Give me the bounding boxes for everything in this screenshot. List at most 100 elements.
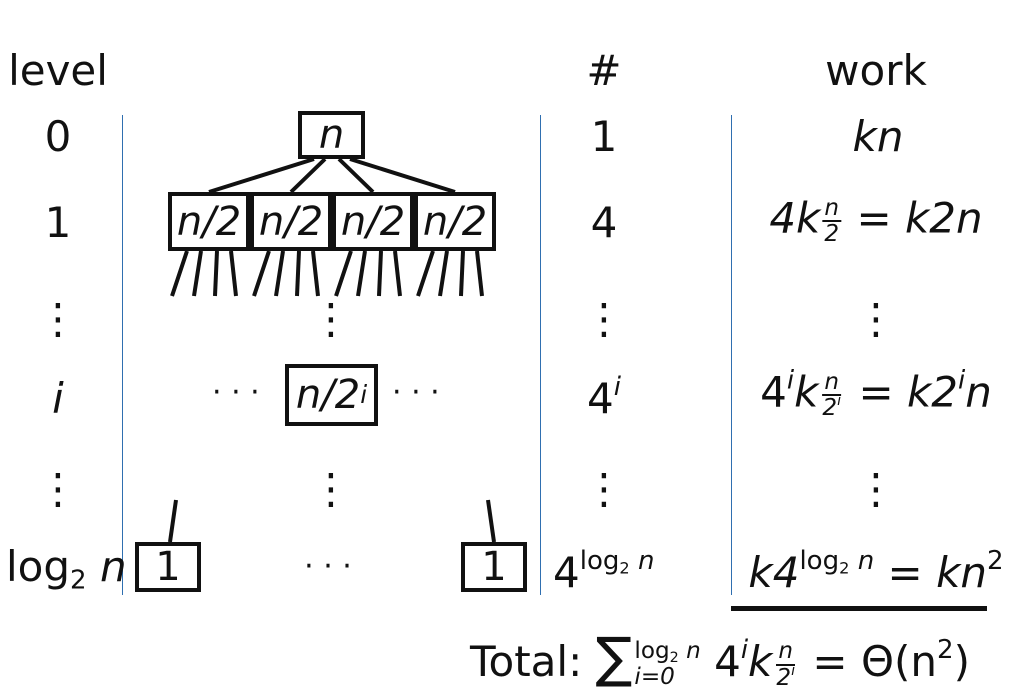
work-log-exp-sub: 2 [839, 558, 850, 578]
work-1-rhs: = k2n [856, 193, 983, 243]
work-i-exp: i [786, 365, 795, 396]
count-log-exp-sub: 2 [619, 558, 630, 578]
tree-level1-node-3: n/2 [332, 192, 414, 251]
child-stub-3-4 [393, 250, 402, 297]
work-1-lhs: 4k [769, 193, 821, 243]
work-i-rhs-post: n [965, 367, 992, 417]
work-log-exp-var: n [857, 545, 875, 576]
work-1-frac-num: n [822, 195, 842, 223]
child-stub-4-1 [416, 250, 435, 297]
root-edge-1 [208, 157, 315, 194]
tree-right-dots: · · · [392, 375, 440, 410]
child-stub-1-3 [213, 250, 219, 297]
work-vdots-1: ⋮ [855, 294, 897, 343]
work-i-rhs-exp: i [958, 365, 966, 396]
total-frac-num: n [776, 638, 796, 666]
tree-level1-label-1: n/2 [176, 198, 242, 245]
work-i-base: 4 [760, 367, 787, 417]
root-edge-3 [337, 157, 375, 194]
work-i-frac-den-exp: i [837, 393, 842, 410]
level-vdots-1: ⋮ [37, 294, 79, 343]
work-1-frac-den: 2 [824, 221, 840, 248]
tree-level1-node-2: n/2 [250, 192, 332, 251]
work-log-exp: log [799, 545, 840, 576]
leaf-edge-left [168, 499, 178, 543]
separator-level-tree [122, 115, 123, 595]
level-log-text: log [6, 542, 71, 591]
header-level: level [8, 46, 108, 95]
work-i-rhs: = k2 [858, 367, 959, 417]
total-frac-den-exp: i [791, 662, 796, 679]
total-sum-upper-var: n [686, 638, 701, 665]
tree-level1-node-4: n/2 [414, 192, 496, 251]
count-vdots-1: ⋮ [583, 294, 625, 343]
count-i: 4i [587, 374, 621, 420]
total-sum-upper-log: log [634, 638, 670, 665]
total-label: Total: [470, 637, 583, 686]
child-stub-2-4 [311, 250, 320, 297]
work-0: kn [852, 112, 904, 161]
total-sum-symbol: ∑ [595, 625, 633, 689]
total-frac-den: 2i [774, 663, 797, 690]
child-stub-1-1 [170, 250, 189, 297]
child-stub-4-2 [438, 250, 449, 297]
level-vdots-2: ⋮ [37, 464, 79, 513]
tree-leaf-left: 1 [135, 542, 201, 592]
total-rhs: = Θ(n [812, 637, 938, 686]
root-edge-4 [349, 157, 456, 194]
header-work: work [825, 46, 927, 95]
count-1: 4 [590, 198, 618, 247]
child-stub-2-3 [295, 250, 301, 297]
work-i-frac-num: n [822, 369, 842, 397]
tree-level1-label-3: n/2 [340, 198, 406, 245]
root-edge-2 [289, 157, 327, 194]
child-stub-2-1 [252, 250, 271, 297]
child-stub-4-4 [475, 250, 484, 297]
total-term-k: k [748, 637, 773, 686]
count-log2n: 4log2 n [553, 548, 654, 594]
child-stub-3-1 [334, 250, 353, 297]
count-i-exp: i [613, 371, 621, 402]
tree-level-i-label: n/2 [295, 372, 361, 418]
tree-leaf-dots: · · · [304, 549, 352, 584]
child-stub-3-2 [356, 250, 367, 297]
child-stub-2-2 [274, 250, 285, 297]
total-rhs-close: ) [953, 637, 970, 686]
level-i: i [52, 374, 64, 423]
level-1: 1 [44, 198, 72, 247]
tree-vdots-1: ⋮ [310, 294, 352, 343]
tree-level1-label-4: n/2 [422, 198, 488, 245]
child-stub-1-2 [192, 250, 203, 297]
work-log-rhs: = kn [887, 548, 988, 597]
work-i-frac-den-base: 2 [822, 395, 838, 422]
level-log2n: log2 n [6, 546, 127, 594]
work-log2n: k4log2 n = kn2 [748, 548, 1003, 594]
level-log-sub: 2 [70, 565, 87, 596]
tree-level1-label-2: n/2 [258, 198, 324, 245]
tree-leaf-right: 1 [461, 542, 527, 592]
total-sum-upper: log2 n [634, 638, 701, 667]
level-log-var: n [99, 542, 127, 591]
total-term-base: 4 [714, 637, 741, 686]
count-log-base: 4 [553, 548, 580, 597]
work-i-frac-den: 2i [820, 393, 843, 422]
total-term-exp: i [740, 634, 749, 665]
header-count: # [586, 46, 622, 95]
leaf-edge-right [486, 499, 496, 543]
work-vdots-2: ⋮ [855, 464, 897, 513]
separator-tree-count [540, 115, 541, 595]
count-log-exp-var: n [637, 545, 655, 576]
work-log-pre: k4 [748, 548, 800, 597]
total-rhs-exp: 2 [937, 634, 954, 665]
total-sum-upper-sub: 2 [669, 650, 679, 667]
count-vdots-2: ⋮ [583, 464, 625, 513]
